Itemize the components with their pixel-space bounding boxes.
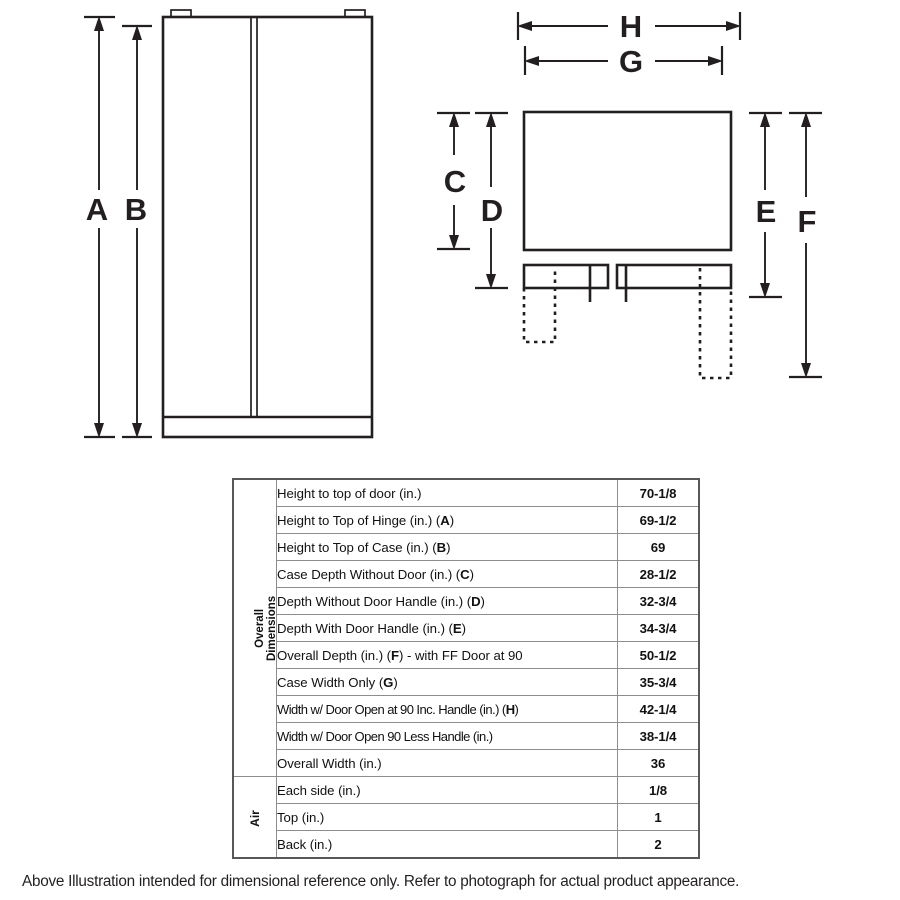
row-label: Height to Top of Hinge (in.) (A) — [276, 506, 618, 534]
row-label: Case Width Only (G) — [276, 668, 618, 696]
table-row: Air Each side (in.) 1/8 — [232, 776, 700, 859]
row-value: 2 — [617, 830, 700, 859]
row-value: 32-3/4 — [617, 587, 700, 615]
row-letter: C — [460, 566, 470, 582]
table-row: Width w/ Door Open 90 Less Handle (in.) … — [233, 722, 700, 750]
dimension-line-C — [437, 111, 470, 251]
table-row: Width w/ Door Open at 90 Inc. Handle (in… — [233, 695, 700, 723]
table-row: Top (in.) 1 — [233, 803, 700, 831]
dimension-label-E: E — [756, 194, 777, 229]
door-right-top-view — [615, 263, 733, 290]
row-label-suffix: - with FF Door at 90 — [403, 647, 523, 663]
row-letter: G — [383, 674, 394, 690]
dimension-label-C: C — [444, 164, 466, 199]
row-label: Overall Depth (in.) (F) - with FF Door a… — [276, 641, 618, 669]
dimension-line-F — [789, 111, 822, 379]
row-label: Width w/ Door Open 90 Less Handle (in.) — [276, 722, 618, 750]
row-letter: D — [471, 593, 481, 609]
table-row: Case Depth Without Door (in.) (C) 28-1/2 — [233, 560, 700, 588]
group-label-air: Air — [232, 776, 277, 859]
group-label-line-1: Air — [247, 809, 262, 827]
row-value: 28-1/2 — [617, 560, 700, 588]
row-label: Depth Without Door Handle (in.) (D) — [276, 587, 618, 615]
row-value: 50-1/2 — [617, 641, 700, 669]
table-row: Height to Top of Hinge (in.) (A) 69-1/2 — [233, 506, 700, 534]
top-plan-view: H G C — [437, 9, 822, 380]
group-label-line-1: Overall — [254, 608, 267, 648]
footnote-text: Above Illustration intended for dimensio… — [22, 873, 740, 890]
dimension-line-E — [749, 111, 782, 299]
row-value: 34-3/4 — [617, 614, 700, 642]
cabinet-outline — [161, 15, 374, 439]
specifications-table-body: Overall Dimensions Height to top of door… — [232, 478, 700, 859]
dimension-line-H — [516, 12, 742, 40]
row-label: Each side (in.) — [276, 776, 618, 804]
specifications-table-container: Overall Dimensions Height to top of door… — [232, 478, 700, 859]
table-row: Overall Dimensions Height to top of door… — [232, 478, 700, 777]
row-label: Height to Top of Case (in.) (B) — [276, 533, 618, 561]
row-label: Top (in.) — [276, 803, 618, 831]
row-label: Height to top of door (in.) — [276, 478, 618, 507]
group-label-overall-dimensions: Overall Dimensions — [232, 478, 279, 777]
dimension-label-H: H — [620, 9, 642, 44]
row-label: Back (in.) — [276, 830, 618, 859]
case-top-outline — [522, 110, 733, 252]
dimension-label-D: D — [481, 193, 503, 228]
row-label: Width w/ Door Open at 90 Inc. Handle (in… — [276, 695, 618, 723]
table-row: Overall Depth (in.) (F) - with FF Door a… — [233, 641, 700, 669]
row-value: 36 — [617, 749, 700, 777]
row-value: 1/8 — [617, 776, 700, 804]
row-label: Case Depth Without Door (in.) (C) — [276, 560, 618, 588]
front-elevation-view: A B — [84, 9, 374, 439]
table-row: Back (in.) 2 — [233, 830, 700, 859]
row-letter: H — [505, 701, 515, 717]
table-row: Depth Without Door Handle (in.) (D) 32-3… — [233, 587, 700, 615]
row-value: 70-1/8 — [617, 478, 700, 507]
row-value: 35-3/4 — [617, 668, 700, 696]
row-letter: B — [436, 539, 447, 555]
door-swing-right-dotted — [698, 268, 733, 380]
dimension-label-A: A — [86, 192, 108, 227]
door-swing-left-dotted — [522, 268, 557, 344]
table-row: Depth With Door Handle (in.) (E) 34-3/4 — [233, 614, 700, 642]
table-row: Height to Top of Case (in.) (B) 69 — [233, 533, 700, 561]
specifications-table: Overall Dimensions Height to top of door… — [232, 478, 700, 859]
table-row: Overall Width (in.) 36 — [233, 749, 700, 777]
row-letter: A — [440, 512, 450, 528]
dimension-label-G: G — [619, 44, 643, 79]
row-letter: F — [391, 647, 400, 663]
group-label-line-2: Dimensions — [266, 595, 279, 661]
table-row: Case Width Only (G) 35-3/4 — [233, 668, 700, 696]
row-label: Overall Width (in.) — [276, 749, 618, 777]
dimension-line-D — [475, 111, 508, 290]
row-value: 38-1/4 — [617, 722, 700, 750]
row-value: 69 — [617, 533, 700, 561]
row-value: 42-1/4 — [617, 695, 700, 723]
row-letter: E — [452, 620, 462, 636]
dimension-label-B: B — [125, 192, 147, 227]
door-left-top-view — [522, 263, 610, 290]
dimension-label-F: F — [798, 204, 817, 239]
dimension-line-G — [523, 46, 724, 75]
dimensional-diagram: A B H — [84, 9, 822, 439]
row-value: 1 — [617, 803, 700, 831]
dimension-line-B — [122, 24, 152, 439]
row-value: 69-1/2 — [617, 506, 700, 534]
dimension-line-A — [84, 15, 115, 439]
row-label: Depth With Door Handle (in.) (E) — [276, 614, 618, 642]
